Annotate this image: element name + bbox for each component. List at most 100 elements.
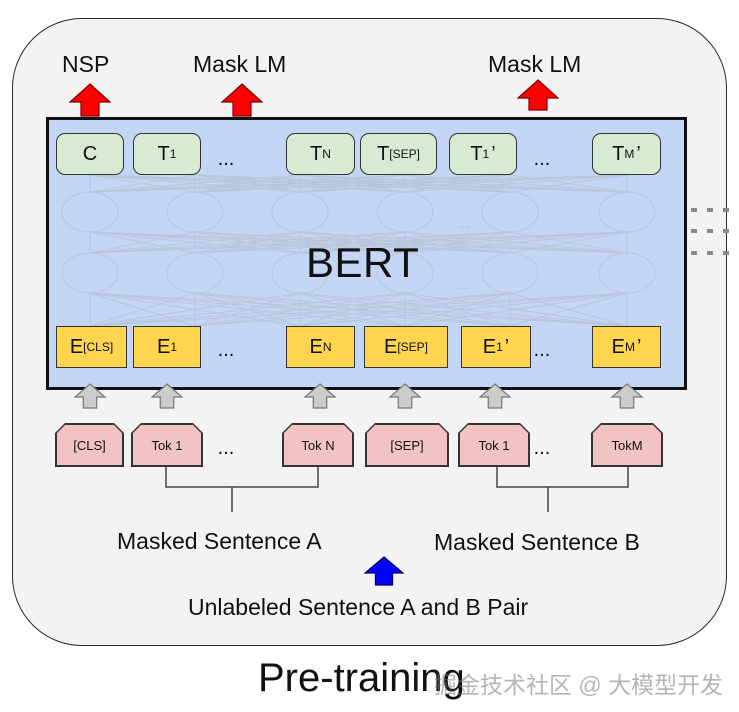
hidden-connection [299,292,628,327]
hidden-node [376,191,434,233]
e-embedding-ellipsis: ... [533,339,551,361]
e-embedding-box: E[SEP] [364,326,448,368]
hidden-connection [89,292,628,327]
hidden-connection [194,174,628,193]
hidden-connection [194,292,628,327]
e-embedding-box: E[CLS] [56,326,127,368]
hidden-connection [89,292,196,327]
hidden-connection [89,231,406,254]
hidden-node [61,191,119,233]
token-to-embedding-arrow [478,383,512,409]
input-token: Tok 1 [132,424,202,466]
t-output-box: T[SEP] [360,133,437,175]
caption-sentence-b: Masked Sentence B [434,529,640,555]
t-output-symbol: T [310,142,323,165]
input-token: [SEP] [366,424,448,466]
token-to-embedding-arrow [150,383,184,409]
hidden-connection [89,231,511,254]
e-embedding-prime: ’ [504,335,510,358]
e-embedding-symbol: E [69,335,84,358]
hidden-connection [509,292,628,327]
hidden-connection [89,174,406,193]
mask-lm-label-2: Mask LM [488,51,582,77]
t-output-subscript: 1 [169,147,177,161]
e-embedding-subscript: N [322,340,332,354]
e-embedding-ellipsis: ... [217,339,235,361]
hidden-node [271,191,329,233]
nsp-label: NSP [62,51,110,77]
caption-input: Unlabeled Sentence A and B Pair [188,594,529,620]
hidden-ellipsis-2: ... [458,276,470,292]
t-output-symbol: C [82,142,98,165]
bert-title: BERT [306,239,420,286]
t-output-symbol: T [470,142,483,165]
input-arrow [363,556,405,586]
token-to-embedding-arrow [388,383,422,409]
t-output-subscript: N [322,147,331,161]
hidden-connection [194,231,628,254]
hidden-connection [404,174,628,193]
token-to-embedding-arrow [73,383,107,409]
token-to-embedding-arrow [610,383,644,409]
hidden-node [166,191,224,233]
hidden-connection [89,231,301,254]
pretraining-title: Pre-training [258,656,465,700]
mask-lm-output-arrow-2 [516,79,560,111]
t-output-subscript: M [624,147,635,161]
nsp-output-arrow [68,83,112,117]
token-to-embedding-arrow [303,383,337,409]
hidden-ellipsis-1: ... [458,215,470,231]
t-output-ellipsis: ... [217,148,235,170]
e-embedding-symbol: E [611,335,625,358]
hidden-connection [404,292,511,327]
hidden-connection [89,174,628,193]
hidden-connection [299,174,628,193]
t-output-symbol: T [377,142,390,165]
token-ellipsis: ... [217,437,235,459]
hidden-connection [89,292,511,327]
hidden-connection [404,292,628,327]
input-token: Tok 1 [459,424,529,466]
hidden-connection [509,231,628,254]
hidden-connection [509,174,628,193]
hidden-connection [89,292,301,327]
input-token: Tok N [283,424,353,466]
input-token: TokM [592,424,662,466]
hidden-connection [89,174,196,193]
caption-sentence-a: Masked Sentence A [117,528,322,554]
hidden-connection [299,231,628,254]
mask-lm-output-arrow-1 [220,83,264,117]
mask-lm-label-1: Mask LM [193,51,287,77]
e-embedding-subscript: 1 [496,340,503,354]
t-output-ellipsis: ... [533,148,551,170]
hidden-node [166,252,224,294]
hidden-connection [404,231,628,254]
hidden-node [598,252,656,294]
e-embedding-prime: ’ [636,335,642,358]
hidden-connection [89,231,196,254]
e-embedding-subscript: M [624,340,635,354]
hidden-connection [89,174,511,193]
watermark: 掘金技术社区 @ 大模型开发 [434,672,724,698]
hidden-node [481,252,539,294]
t-output-symbol: T [157,142,170,165]
e-embedding-subscript: 1 [170,340,178,354]
t-output-prime: ’ [636,142,641,165]
hidden-connection [89,231,628,254]
hidden-node [481,191,539,233]
t-output-subscript: [SEP] [389,147,420,161]
hidden-node [598,191,656,233]
e-embedding-symbol: E [309,335,323,358]
e-embedding-symbol: E [156,335,171,358]
t-output-subscript: 1 [482,147,490,161]
hidden-node [61,252,119,294]
